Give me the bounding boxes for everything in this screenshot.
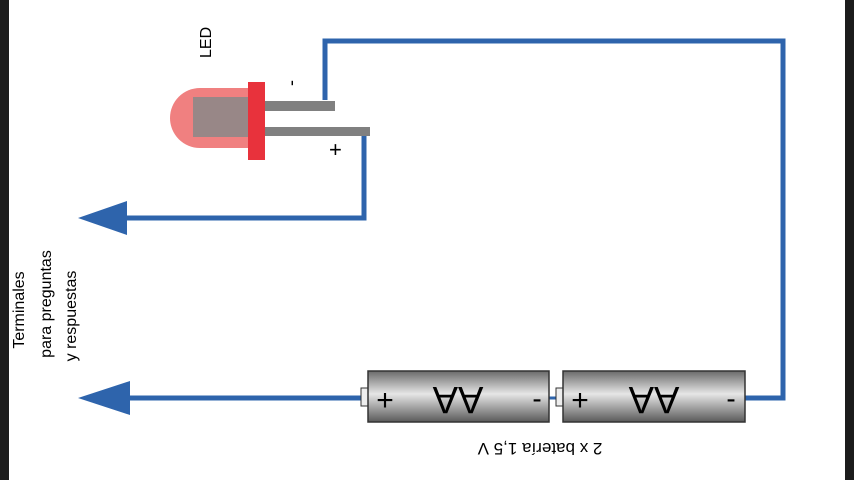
terminal-arrow-top: [78, 201, 127, 235]
right-letterbox: [845, 0, 854, 480]
terminals-line-3: y respuestas: [63, 271, 80, 362]
wire-led-minus-to-battery: [322, 38, 786, 401]
led-component: [170, 82, 370, 160]
battery-caption: 2 x batería 1,5 V: [477, 439, 602, 458]
led-anode-lead: [265, 127, 370, 136]
led-flange: [248, 82, 265, 160]
battery-1: + AA -: [360, 370, 550, 423]
led-plus-sign: +: [329, 137, 342, 162]
battery-2-minus: -: [726, 383, 735, 414]
battery-1-type: AA: [432, 378, 483, 420]
terminal-arrow-bottom: [78, 381, 130, 415]
terminals-label: Terminales para preguntas y respuestas: [11, 250, 80, 361]
left-letterbox: [0, 0, 9, 480]
terminals-line-1: Terminales: [11, 271, 28, 348]
led-label: LED: [198, 27, 215, 58]
wire-led-plus-to-terminal: [120, 133, 367, 221]
led-minus-sign: -: [281, 80, 301, 86]
terminals-line-2: para preguntas: [38, 250, 55, 358]
battery-1-minus: -: [532, 383, 541, 414]
led-cathode-lead: [265, 101, 335, 111]
battery-2-plus: +: [571, 384, 589, 417]
battery-2: + AA -: [555, 370, 746, 423]
battery-2-type: AA: [628, 378, 679, 420]
battery-1-plus: +: [376, 384, 394, 417]
